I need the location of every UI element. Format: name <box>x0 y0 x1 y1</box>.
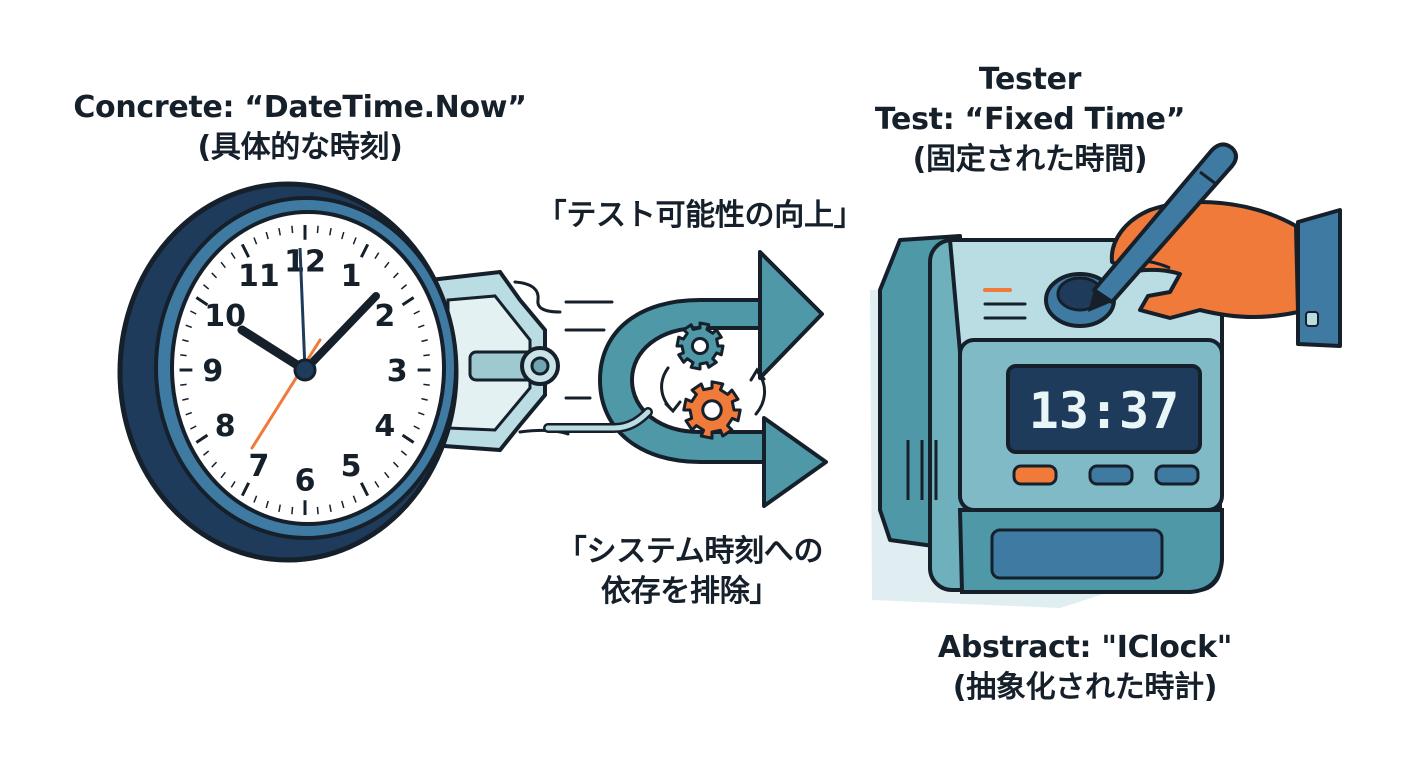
clock-tick <box>180 355 186 356</box>
device-button-orange[interactable] <box>1014 466 1056 484</box>
arrow-icon <box>548 252 826 506</box>
clock-numeral: 7 <box>248 449 269 484</box>
clock-numeral: 11 <box>238 259 280 294</box>
clock-numeral: 5 <box>341 449 362 484</box>
clock-tick <box>292 507 293 514</box>
clock-numeral: 4 <box>374 409 395 444</box>
upper-arrowhead <box>760 252 822 378</box>
gear-icon <box>684 382 740 438</box>
clock-numeral: 9 <box>202 354 223 389</box>
clock-numeral: 12 <box>284 244 326 279</box>
clock-tick <box>292 226 293 233</box>
clock-numeral: 6 <box>295 464 316 499</box>
clock-numeral: 3 <box>387 354 408 389</box>
clock-tick <box>180 384 186 385</box>
device-button-right[interactable] <box>1156 466 1198 484</box>
device-button-middle[interactable] <box>1090 466 1132 484</box>
clock-numeral: 1 <box>341 259 362 294</box>
clock-tick <box>317 507 318 514</box>
clock-tick <box>423 384 429 385</box>
digital-time: 13:37 <box>1029 382 1180 440</box>
clock-numeral: 2 <box>374 299 395 334</box>
clock-tick <box>317 226 318 233</box>
clock-tick <box>423 355 429 356</box>
lower-arrowhead <box>764 418 826 506</box>
clock-numeral: 8 <box>215 409 236 444</box>
gear-icon <box>677 323 723 369</box>
